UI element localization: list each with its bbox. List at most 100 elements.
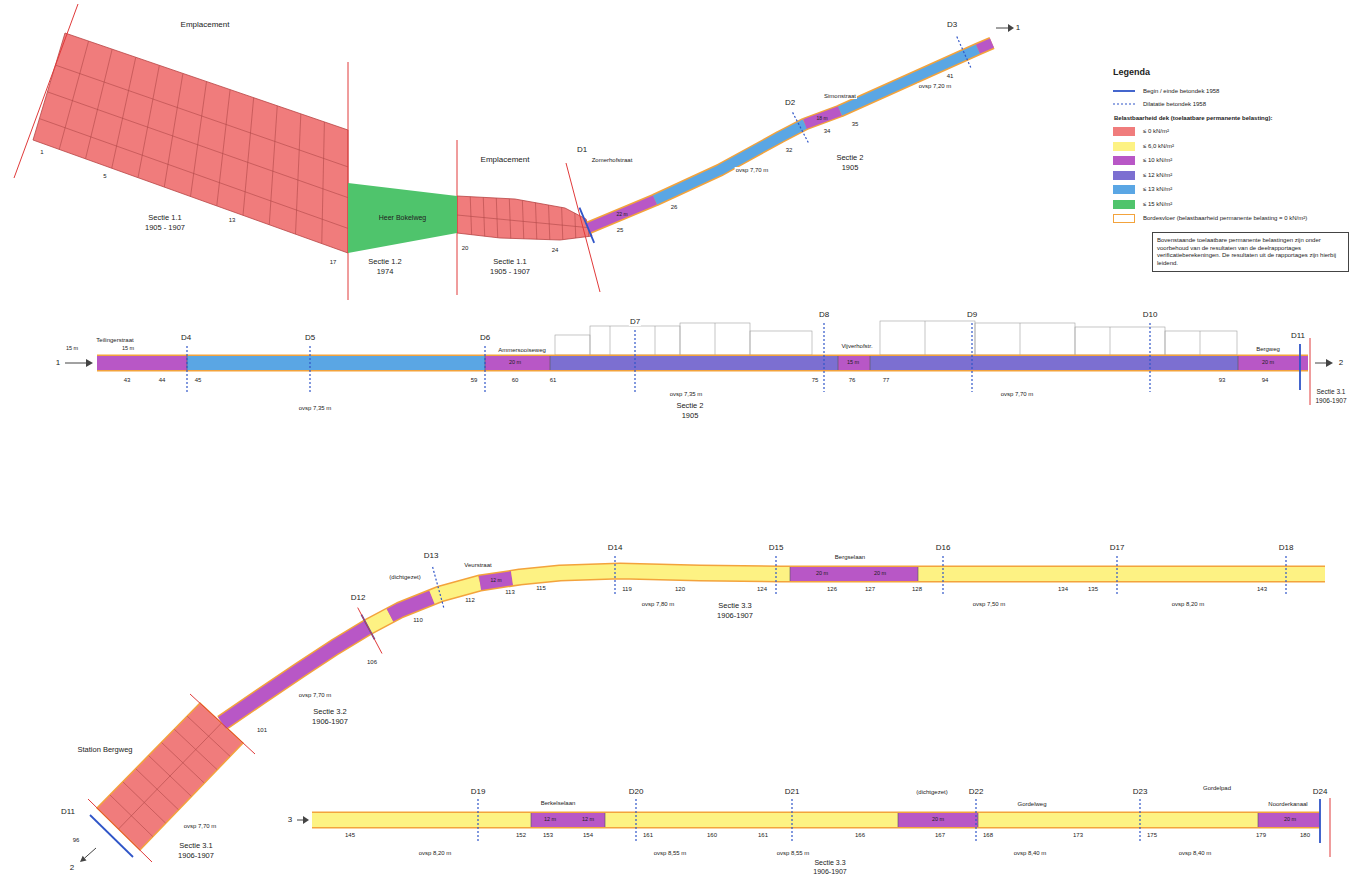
- expansion-joint-line: [1116, 556, 1117, 596]
- pier-number: 45: [194, 377, 203, 383]
- building-outline: [1075, 327, 1165, 355]
- expansion-joint-line: [791, 799, 792, 843]
- joint-tag: D12: [350, 594, 367, 602]
- building-outline: [925, 321, 926, 355]
- building-outline: [750, 331, 812, 355]
- pier-number: 26: [670, 204, 679, 210]
- span-width: ovsp 7,70 m: [183, 823, 218, 829]
- pier-number: 13: [228, 217, 237, 223]
- deck-grid: [243, 98, 254, 216]
- span-joint: [605, 813, 606, 827]
- joint-tag: D20: [628, 788, 645, 796]
- expansion-joint-line: [793, 112, 809, 142]
- span-width: ovsp 7,80 m: [641, 601, 676, 607]
- span-joint: [838, 356, 839, 370]
- segment-length: 15 m: [846, 360, 860, 366]
- legend-text: ≤ 0 kN/m²: [1143, 125, 1169, 137]
- expansion-joint-line: [1149, 323, 1150, 392]
- map-label: Simonstraat: [823, 93, 857, 99]
- building-outline: [1020, 323, 1021, 355]
- span-joint: [790, 567, 791, 581]
- pier-number: 1905: [841, 164, 860, 172]
- joint-tag: D8: [818, 311, 830, 319]
- pier-number: 179: [1255, 832, 1267, 838]
- continuation-arrow: [65, 363, 86, 364]
- road-deck-section: Heer Bokelweg: [348, 183, 457, 253]
- segment-length: 15 m: [121, 346, 135, 352]
- expansion-joint-line: [975, 799, 976, 843]
- deck-span: [918, 567, 1325, 581]
- road-deck-shape: [348, 183, 457, 253]
- section-label: 1906-1907: [812, 868, 847, 875]
- legend-entry: Dilatatie betondek 1958: [1113, 98, 1349, 110]
- building-outline: [880, 321, 975, 355]
- joint-tag: D16: [935, 544, 952, 552]
- expansion-joint-line: [484, 346, 485, 392]
- section-label: Sectie 2: [835, 154, 864, 162]
- pier-number: 135: [1087, 586, 1099, 592]
- note-box: Bovenstaande toelaatbare permanente bela…: [1152, 232, 1349, 272]
- deck-grid: [587, 190, 589, 245]
- deck-end-line: [1319, 799, 1321, 843]
- deck-grid: [296, 114, 301, 234]
- deck-grid: [561, 190, 563, 245]
- map-label: Belastbaarheid dek (toelaatbare permanen…: [1113, 115, 1273, 121]
- pier-number: 161: [642, 832, 654, 838]
- deck-span: [531, 813, 605, 827]
- legend-entry: ≤ 13 kN/m²: [1113, 183, 1349, 195]
- legend-swatch: [1113, 156, 1135, 165]
- pier-number: 128: [911, 586, 923, 592]
- expansion-joint-line: [309, 346, 310, 392]
- expansion-joint-line: [942, 556, 943, 596]
- pier-number: 180: [1299, 832, 1311, 838]
- pier-number: 175: [1146, 832, 1158, 838]
- deck-span: [312, 813, 531, 827]
- map-label: (dichtgezet): [388, 574, 421, 580]
- deck-outline: [312, 812, 1320, 829]
- deck-grid: [535, 190, 537, 245]
- legend-swatch: [1113, 127, 1135, 136]
- pier-number: 143: [1256, 586, 1268, 592]
- pier-number: 17: [329, 259, 338, 265]
- span-joint: [918, 567, 919, 581]
- pier-number: 153: [542, 832, 554, 838]
- pier-number: 168: [982, 832, 994, 838]
- pier-number: 1: [39, 149, 44, 155]
- expansion-joint-line: [433, 567, 444, 609]
- segment-length: 12 m: [581, 817, 595, 823]
- joint-tag: D15: [768, 544, 785, 552]
- joint-tag: D7: [629, 318, 641, 326]
- deck-span: [840, 49, 978, 111]
- deck-span: [805, 111, 840, 124]
- map-label: Ammersooiseweg: [497, 347, 547, 353]
- segment-length: 12 m: [543, 817, 557, 823]
- pier-number: 61: [549, 377, 558, 383]
- deck-grid: [39, 119, 348, 229]
- building-outline: [1165, 331, 1237, 355]
- joint-tag: D2: [784, 99, 796, 107]
- section-label: Sectie 1.2: [367, 258, 402, 266]
- section-label: Sectie 1.1: [147, 214, 182, 222]
- building-outline: [1110, 327, 1111, 355]
- joint-tag: D5: [304, 334, 316, 342]
- map-label: Legenda: [1112, 68, 1151, 77]
- pier-number: 20: [461, 245, 470, 251]
- deck-span: [1238, 356, 1308, 370]
- legend-swatch: [1113, 200, 1135, 209]
- pier-number: 154: [582, 832, 594, 838]
- yard-deck: [33, 33, 348, 253]
- deck-grid: [138, 65, 159, 177]
- legend-entry: Begin / einde betondek 1958: [1113, 85, 1349, 97]
- legend-entry: ≤ 15 kN/m²: [1113, 198, 1349, 210]
- deck-span: [978, 43, 992, 49]
- segment-length: 20 m: [1261, 360, 1275, 366]
- section-label: Sectie 3.3: [813, 859, 846, 866]
- deck-span: [838, 356, 870, 370]
- legend-swatch: [1113, 185, 1135, 194]
- pier-number: 96: [72, 837, 81, 843]
- pier-number: 75: [811, 377, 820, 383]
- map-label: Emplacement: [180, 21, 231, 29]
- pier-number: 25: [616, 227, 625, 233]
- deck-grid: [509, 190, 511, 245]
- deck-grid: [55, 65, 348, 167]
